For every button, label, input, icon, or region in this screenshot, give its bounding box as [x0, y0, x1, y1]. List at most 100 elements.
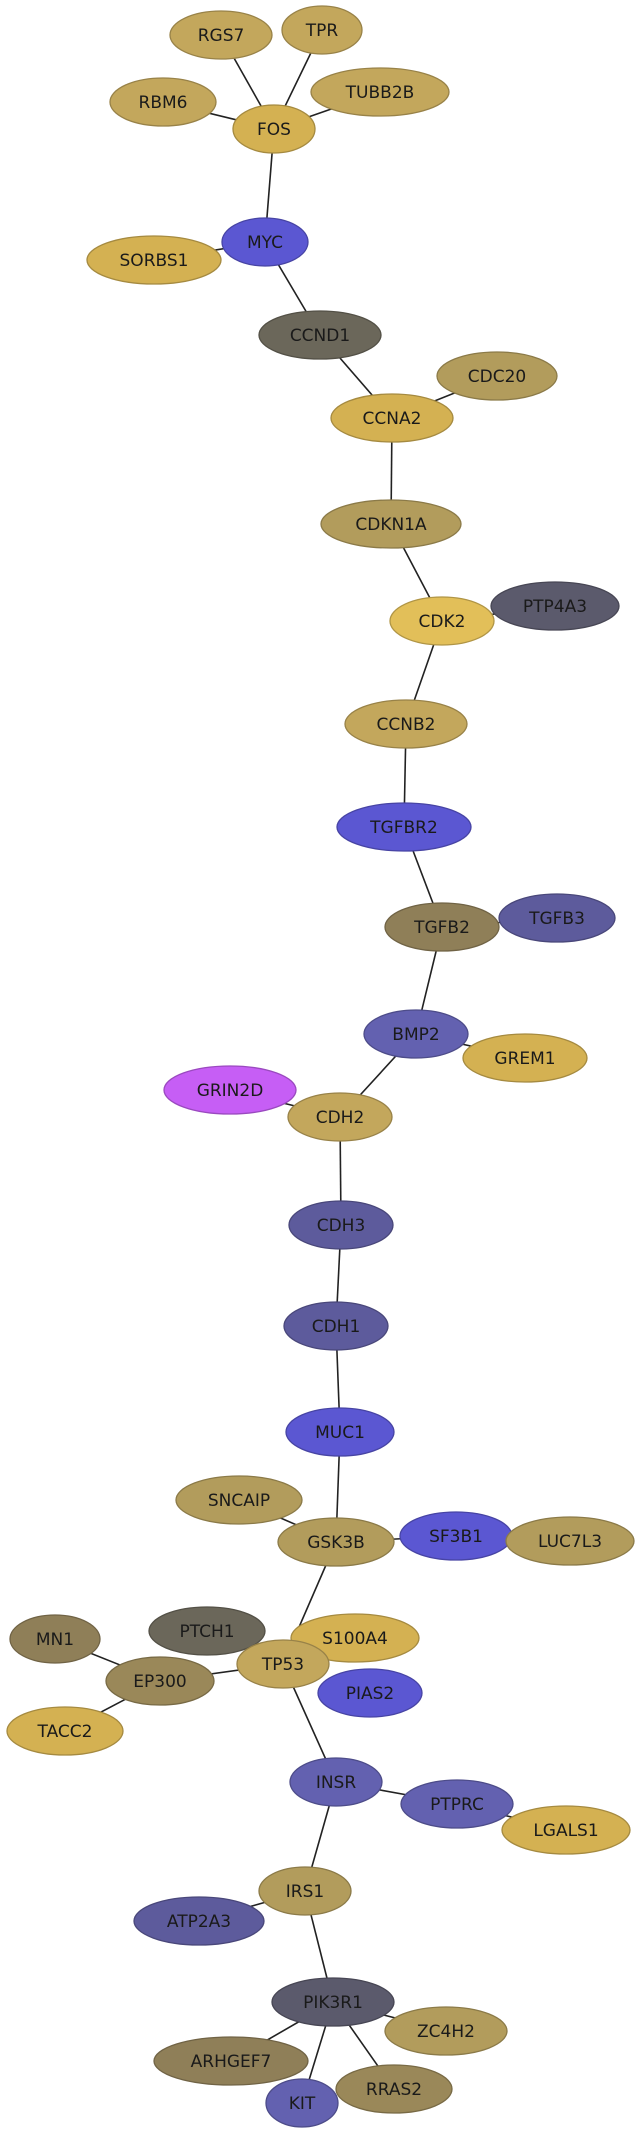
node-shape [258, 1866, 352, 1916]
node-atp2a3[interactable]: ATP2A3 [133, 1896, 265, 1946]
node-ptprc[interactable]: PTPRC [400, 1779, 514, 1829]
node-label: RGS7 [198, 26, 245, 46]
node-gsk3b[interactable]: GSK3B [277, 1517, 395, 1567]
node-label: CDKN1A [355, 515, 427, 535]
node-grin2d[interactable]: GRIN2D [163, 1065, 297, 1115]
node-label: SNCAIP [208, 1491, 270, 1511]
node-shape [335, 2064, 453, 2114]
node-rgs7[interactable]: RGS7 [169, 10, 273, 60]
node-muc1[interactable]: MUC1 [285, 1407, 395, 1457]
node-label: PIAS2 [346, 1684, 395, 1704]
node-sf3b1[interactable]: SF3B1 [399, 1511, 513, 1561]
node-shape [265, 2078, 339, 2128]
node-label: CDC20 [468, 367, 526, 387]
node-bmp2[interactable]: BMP2 [363, 1009, 469, 1059]
node-shape [330, 393, 454, 443]
node-shape [6, 1706, 124, 1756]
node-label: PIK3R1 [303, 1993, 363, 2013]
node-rras2[interactable]: RRAS2 [335, 2064, 453, 2114]
node-label: CCND1 [290, 326, 350, 346]
node-shape [389, 596, 495, 646]
node-label: CCNB2 [377, 715, 436, 735]
node-label: CDH2 [316, 1108, 365, 1128]
node-label: GSK3B [307, 1533, 365, 1553]
node-lgals1[interactable]: LGALS1 [501, 1805, 631, 1855]
node-insr[interactable]: INSR [289, 1757, 383, 1807]
node-tgfb3[interactable]: TGFB3 [498, 893, 616, 943]
node-cdc20[interactable]: CDC20 [436, 351, 558, 401]
node-label: SORBS1 [120, 251, 189, 271]
node-cdh3[interactable]: CDH3 [288, 1200, 394, 1250]
node-shape [384, 902, 500, 952]
node-rbm6[interactable]: RBM6 [109, 77, 217, 127]
node-shape [258, 310, 382, 360]
node-ptch1[interactable]: PTCH1 [148, 1606, 266, 1656]
node-shape [288, 1200, 394, 1250]
node-shape [105, 1656, 215, 1706]
node-kit[interactable]: KIT [265, 2078, 339, 2128]
node-sncaip[interactable]: SNCAIP [175, 1475, 303, 1525]
node-shape [285, 1407, 395, 1457]
node-myc[interactable]: MYC [221, 217, 309, 267]
node-label: PTCH1 [179, 1622, 234, 1642]
node-shape [221, 217, 309, 267]
node-zc4h2[interactable]: ZC4H2 [384, 2006, 508, 2056]
node-tgfbr2[interactable]: TGFBR2 [336, 802, 472, 852]
node-shape [336, 802, 472, 852]
node-s100a4[interactable]: S100A4 [290, 1613, 420, 1663]
node-pik3r1[interactable]: PIK3R1 [271, 1977, 395, 2027]
node-tp53[interactable]: TP53 [236, 1639, 330, 1689]
node-label: ATP2A3 [167, 1912, 231, 1932]
node-luc7l3[interactable]: LUC7L3 [505, 1516, 635, 1566]
node-arhgef7[interactable]: ARHGEF7 [153, 2036, 309, 2086]
node-shape [163, 1065, 297, 1115]
node-grem1[interactable]: GREM1 [462, 1033, 588, 1083]
node-cdk2[interactable]: CDK2 [389, 596, 495, 646]
node-label: BMP2 [392, 1025, 439, 1045]
node-tubb2b[interactable]: TUBB2B [310, 67, 450, 117]
node-label: LGALS1 [533, 1821, 598, 1841]
node-shape [86, 235, 222, 285]
node-shape [281, 5, 363, 55]
node-ccna2[interactable]: CCNA2 [330, 393, 454, 443]
node-cdh2[interactable]: CDH2 [287, 1092, 393, 1142]
node-cdkn1a[interactable]: CDKN1A [320, 499, 462, 549]
node-ccnb2[interactable]: CCNB2 [344, 699, 468, 749]
node-shape [287, 1092, 393, 1142]
node-ep300[interactable]: EP300 [105, 1656, 215, 1706]
node-cdh1[interactable]: CDH1 [283, 1301, 389, 1351]
node-pias2[interactable]: PIAS2 [317, 1668, 423, 1718]
node-tacc2[interactable]: TACC2 [6, 1706, 124, 1756]
node-shape [153, 2036, 309, 2086]
node-ccnd1[interactable]: CCND1 [258, 310, 382, 360]
node-label: MUC1 [315, 1423, 365, 1443]
node-sorbs1[interactable]: SORBS1 [86, 235, 222, 285]
node-tpr[interactable]: TPR [281, 5, 363, 55]
node-shape [175, 1475, 303, 1525]
node-tgfb2[interactable]: TGFB2 [384, 902, 500, 952]
node-shape [148, 1606, 266, 1656]
node-label: SF3B1 [429, 1527, 483, 1547]
node-label: CDH1 [312, 1317, 361, 1337]
node-shape [271, 1977, 395, 2027]
node-shape [436, 351, 558, 401]
node-shape [169, 10, 273, 60]
node-ptp4a3[interactable]: PTP4A3 [490, 581, 620, 631]
node-shape [277, 1517, 395, 1567]
node-label: FOS [257, 120, 291, 140]
node-label: TPR [305, 21, 339, 41]
node-mn1[interactable]: MN1 [9, 1614, 101, 1664]
node-shape [505, 1516, 635, 1566]
node-label: EP300 [133, 1672, 186, 1692]
node-shape [344, 699, 468, 749]
node-label: KIT [289, 2094, 316, 2114]
node-shape [498, 893, 616, 943]
node-label: IRS1 [286, 1882, 324, 1902]
node-label: MN1 [36, 1630, 74, 1650]
node-fos[interactable]: FOS [232, 104, 316, 154]
node-label: TGFB2 [413, 918, 470, 938]
node-label: PTPRC [430, 1795, 484, 1815]
node-irs1[interactable]: IRS1 [258, 1866, 352, 1916]
node-label: ARHGEF7 [191, 2052, 272, 2072]
node-shape [289, 1757, 383, 1807]
